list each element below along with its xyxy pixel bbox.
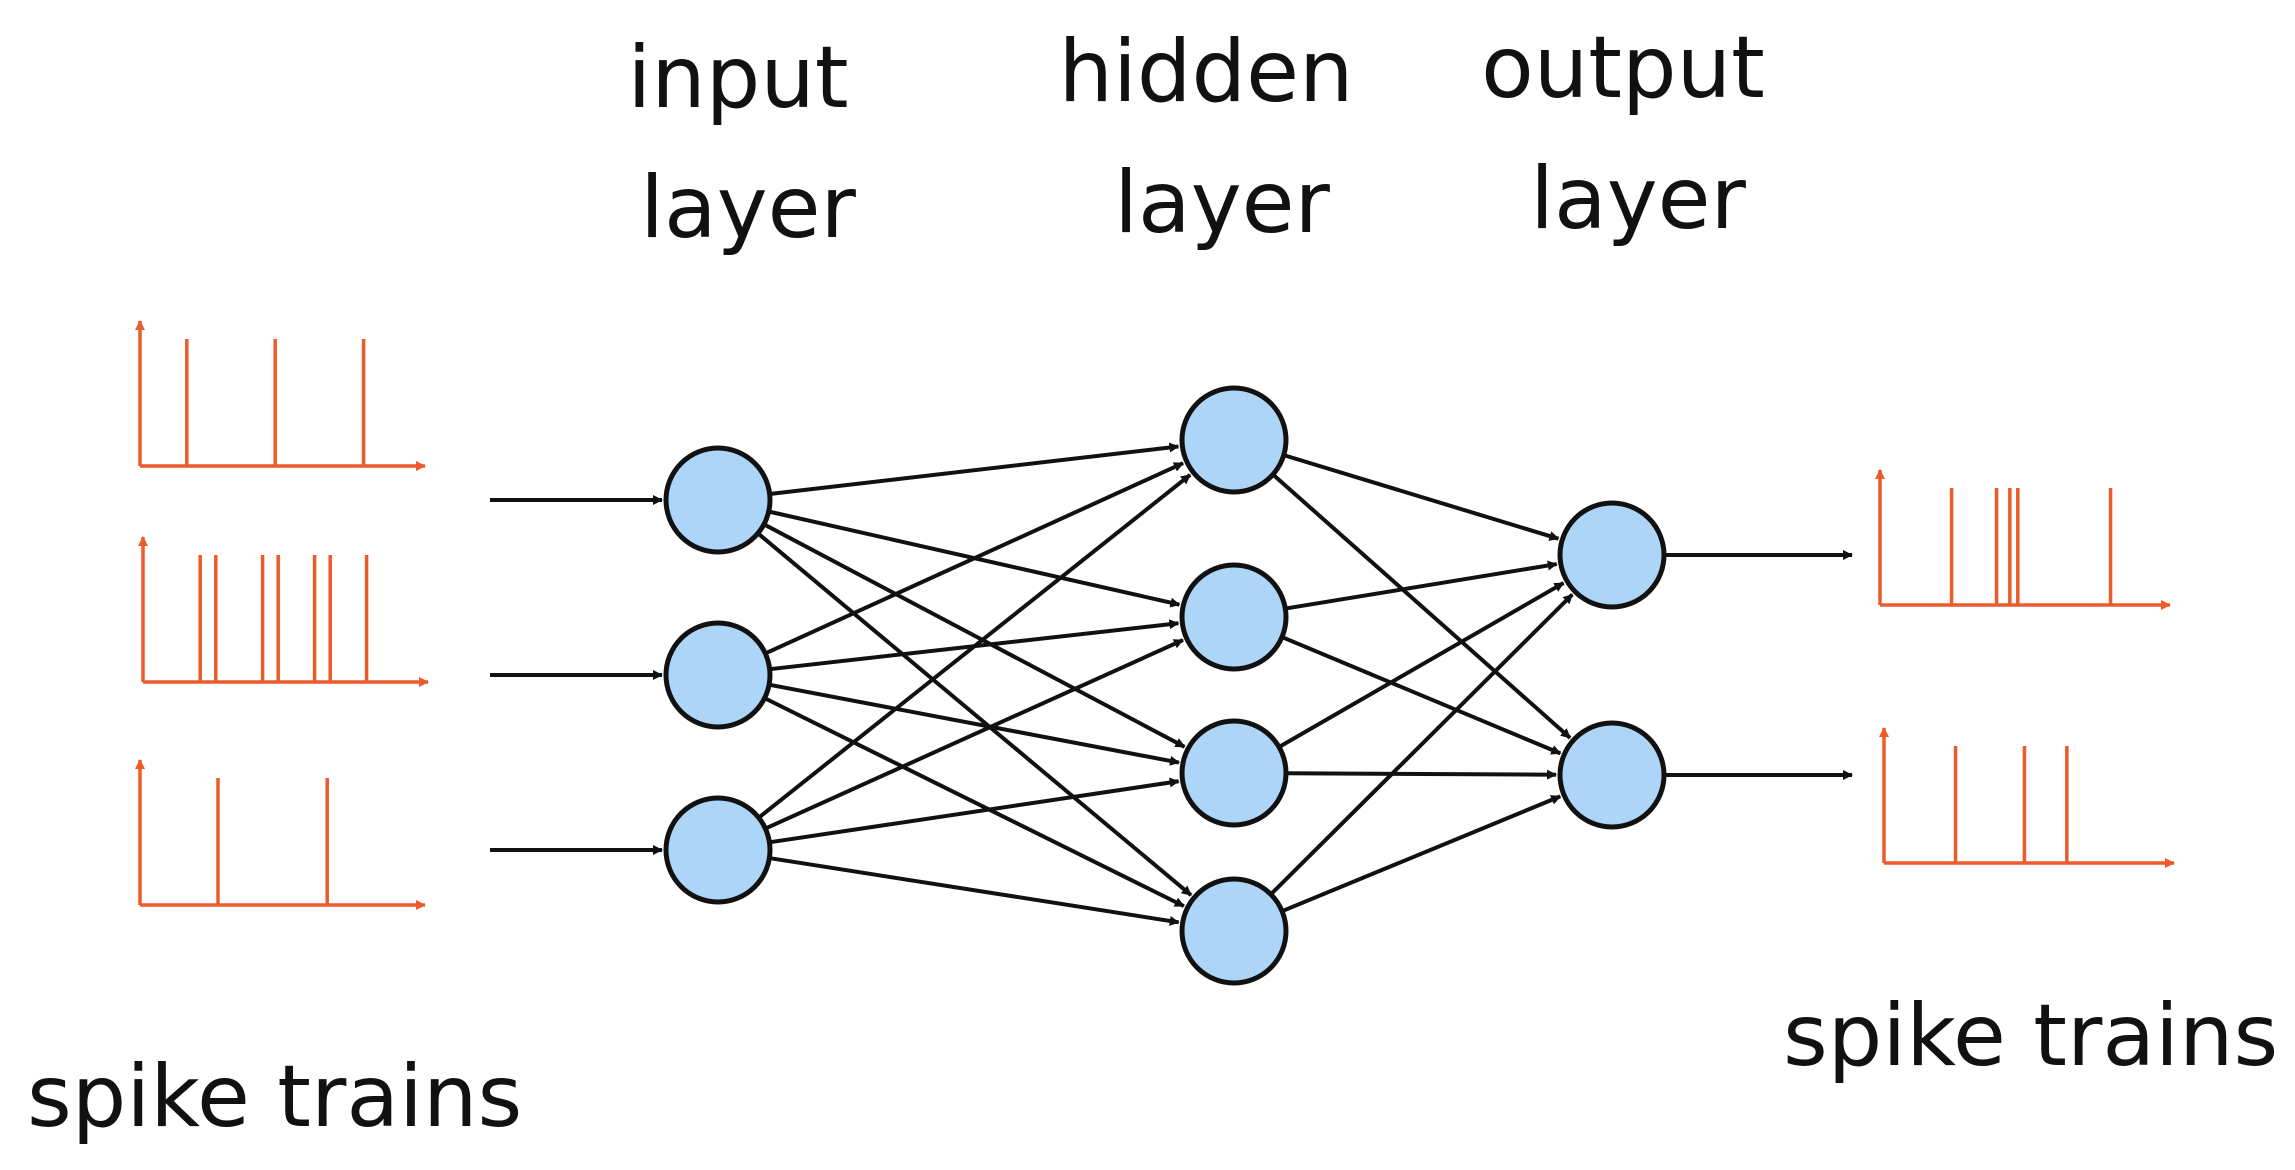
hidden-neuron-2 xyxy=(1179,562,1289,672)
hidden-layer-title-line1: hidden xyxy=(1059,22,1354,122)
edge-hidden3-to-output1 xyxy=(1278,581,1565,749)
edge-hidden4-to-output2 xyxy=(1281,794,1562,914)
edge-hidden4-to-output1 xyxy=(1269,593,1574,896)
input-neuron-3 xyxy=(663,795,773,905)
connections-group xyxy=(490,442,1853,926)
input-spike-train-1 xyxy=(135,320,426,471)
hidden-layer-title-line2: layer xyxy=(1114,153,1330,253)
spike-trains-group xyxy=(135,320,2175,910)
output-layer-title-line2: layer xyxy=(1530,149,1746,249)
edge-input1-to-hidden4 xyxy=(756,531,1193,897)
hidden-neuron-1 xyxy=(1179,385,1289,495)
edge-hidden1-to-output1 xyxy=(1283,453,1560,541)
edge-hidden3-to-output2 xyxy=(1285,769,1558,780)
spike-trains-right-label: spike trains xyxy=(1783,986,2278,1086)
hidden-neuron-3 xyxy=(1179,718,1289,828)
edge-hidden1-to-output2 xyxy=(1271,472,1572,740)
edge-input1-to-hidden3 xyxy=(763,522,1186,749)
input-neuron-2 xyxy=(663,620,773,730)
edge-input3-to-hidden3 xyxy=(769,777,1180,845)
edge-hidden2-to-output2 xyxy=(1281,635,1562,756)
output-spike-train-2 xyxy=(1879,727,2175,868)
edge-hidden2-to-output1 xyxy=(1284,560,1558,611)
output-neuron-1 xyxy=(1557,500,1667,610)
spike-trains-left-label: spike trains xyxy=(27,1047,522,1147)
edge-input3-to-hidden1 xyxy=(757,473,1192,820)
edge-input2-to-hidden1 xyxy=(764,461,1184,656)
input-layer-title-line2: layer xyxy=(640,158,856,258)
input-spike-train-3 xyxy=(135,759,426,910)
input-neuron-1 xyxy=(663,445,773,555)
edge-input3-to-hidden2 xyxy=(764,638,1184,831)
hidden-neuron-4 xyxy=(1179,876,1289,986)
edge-input3-to-hidden4 xyxy=(769,856,1180,926)
input-spike-train-2 xyxy=(138,536,429,687)
input-layer-title-line1: input xyxy=(627,28,848,128)
output-neuron-2 xyxy=(1557,720,1667,830)
edge-input2-to-hidden4 xyxy=(763,696,1185,908)
output-layer-title-line1: output xyxy=(1481,18,1765,118)
edge-input2-to-hidden3 xyxy=(768,682,1180,766)
edge-input1-to-hidden1 xyxy=(769,442,1180,496)
output-spike-train-1 xyxy=(1875,469,2171,610)
neurons-group xyxy=(663,385,1667,986)
